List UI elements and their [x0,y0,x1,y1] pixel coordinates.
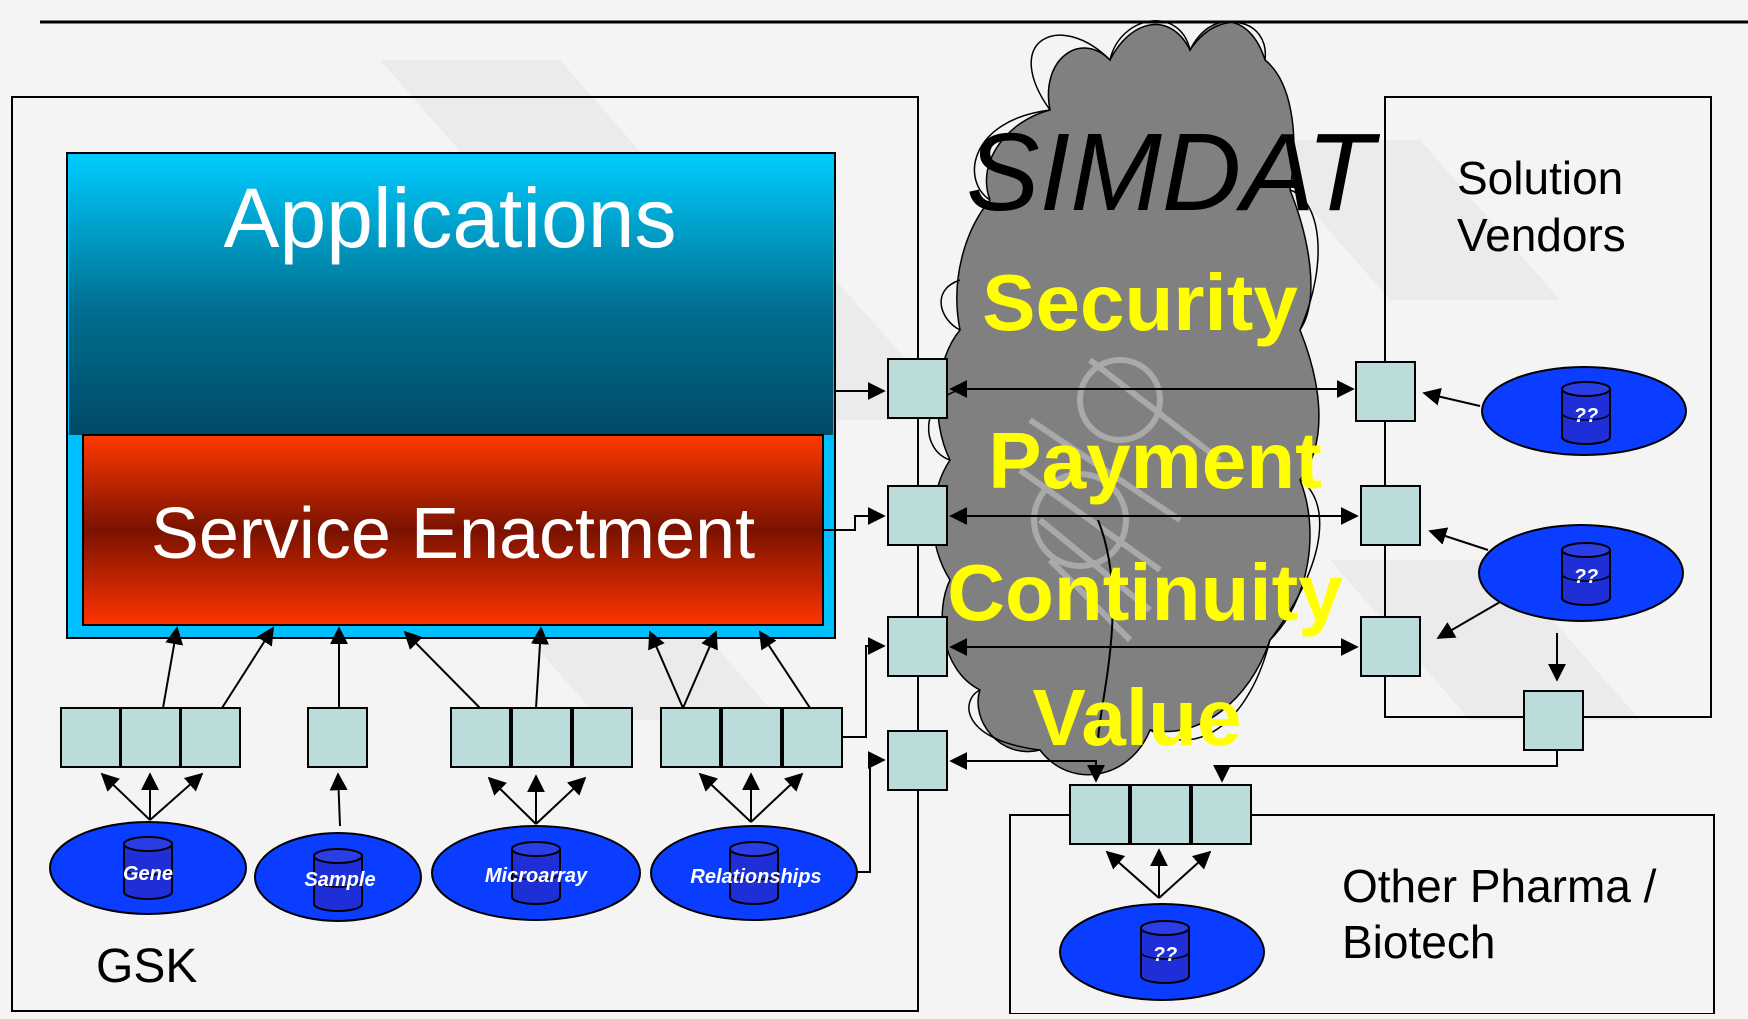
port-box [60,707,121,768]
service-enactment-label: Service Enactment [151,494,755,574]
database-gene-label: Gene [123,863,173,885]
other-pharma-label-line1: Other Pharma / [1342,860,1657,912]
port-box [180,707,241,768]
cloud-word-value: Value [1032,673,1241,762]
port-box [660,707,721,768]
port-box [721,707,782,768]
pharma-ports [1069,784,1252,845]
database-microarray: Microarray [431,825,641,921]
gsk-ports [60,707,843,768]
vendor-port [1360,485,1421,546]
database-arrows [100,772,804,827]
pharma-port [1130,784,1191,845]
gateway-port [887,730,948,791]
database-unknown-label: ?? [1153,944,1177,966]
database-vendor-2: ?? [1478,524,1684,622]
pharma-port [1191,784,1252,845]
cloud-word-security: Security [982,258,1298,347]
solution-vendors-label-line1: Solution [1457,152,1623,204]
vendor-port [1523,690,1584,751]
gsk-label: GSK [96,940,197,993]
solution-vendors-label-line2: Vendors [1457,209,1626,261]
vendor-port [1355,361,1416,422]
vendor-ports [1355,361,1584,751]
gsk-port-arrows [162,626,811,709]
database-pharma: ?? [1059,903,1265,1001]
port-box [450,707,511,768]
other-pharma-label-line2: Biotech [1342,916,1495,968]
gateway-port [887,485,948,546]
pharma-arrows [1105,848,1212,899]
port-box [307,707,368,768]
gateway-port [887,616,948,677]
vendor-port [1360,616,1421,677]
cloud-links [949,380,1558,783]
gateway-port [887,358,948,419]
port-box [782,707,843,768]
database-gene: Gene [49,821,247,915]
port-box [120,707,181,768]
database-sample-label: Sample [304,869,375,891]
pharma-port [1069,784,1130,845]
cloud-word-continuity: Continuity [947,548,1343,637]
database-unknown-label: ?? [1574,405,1598,427]
database-unknown-label: ?? [1574,566,1598,588]
cloud-word-payment: Payment [988,416,1321,505]
cloud-words: Security Payment Continuity Value [947,258,1343,762]
database-relationships: Relationships [650,825,858,921]
service-enactment-layer: Service Enactment [82,434,824,626]
port-box [511,707,572,768]
database-microarray-label: Microarray [485,865,588,887]
database-sample: Sample [254,832,422,922]
gsk-gateway-arrows [823,382,886,873]
vendor-arrows [1422,387,1566,682]
port-box [572,707,633,768]
applications-label: Applications [224,171,677,265]
gsk-gateway-ports [887,358,948,791]
database-vendor-1: ?? [1481,366,1687,456]
simdat-title: SIMDAT [966,111,1380,234]
database-relationships-label: Relationships [690,866,821,888]
